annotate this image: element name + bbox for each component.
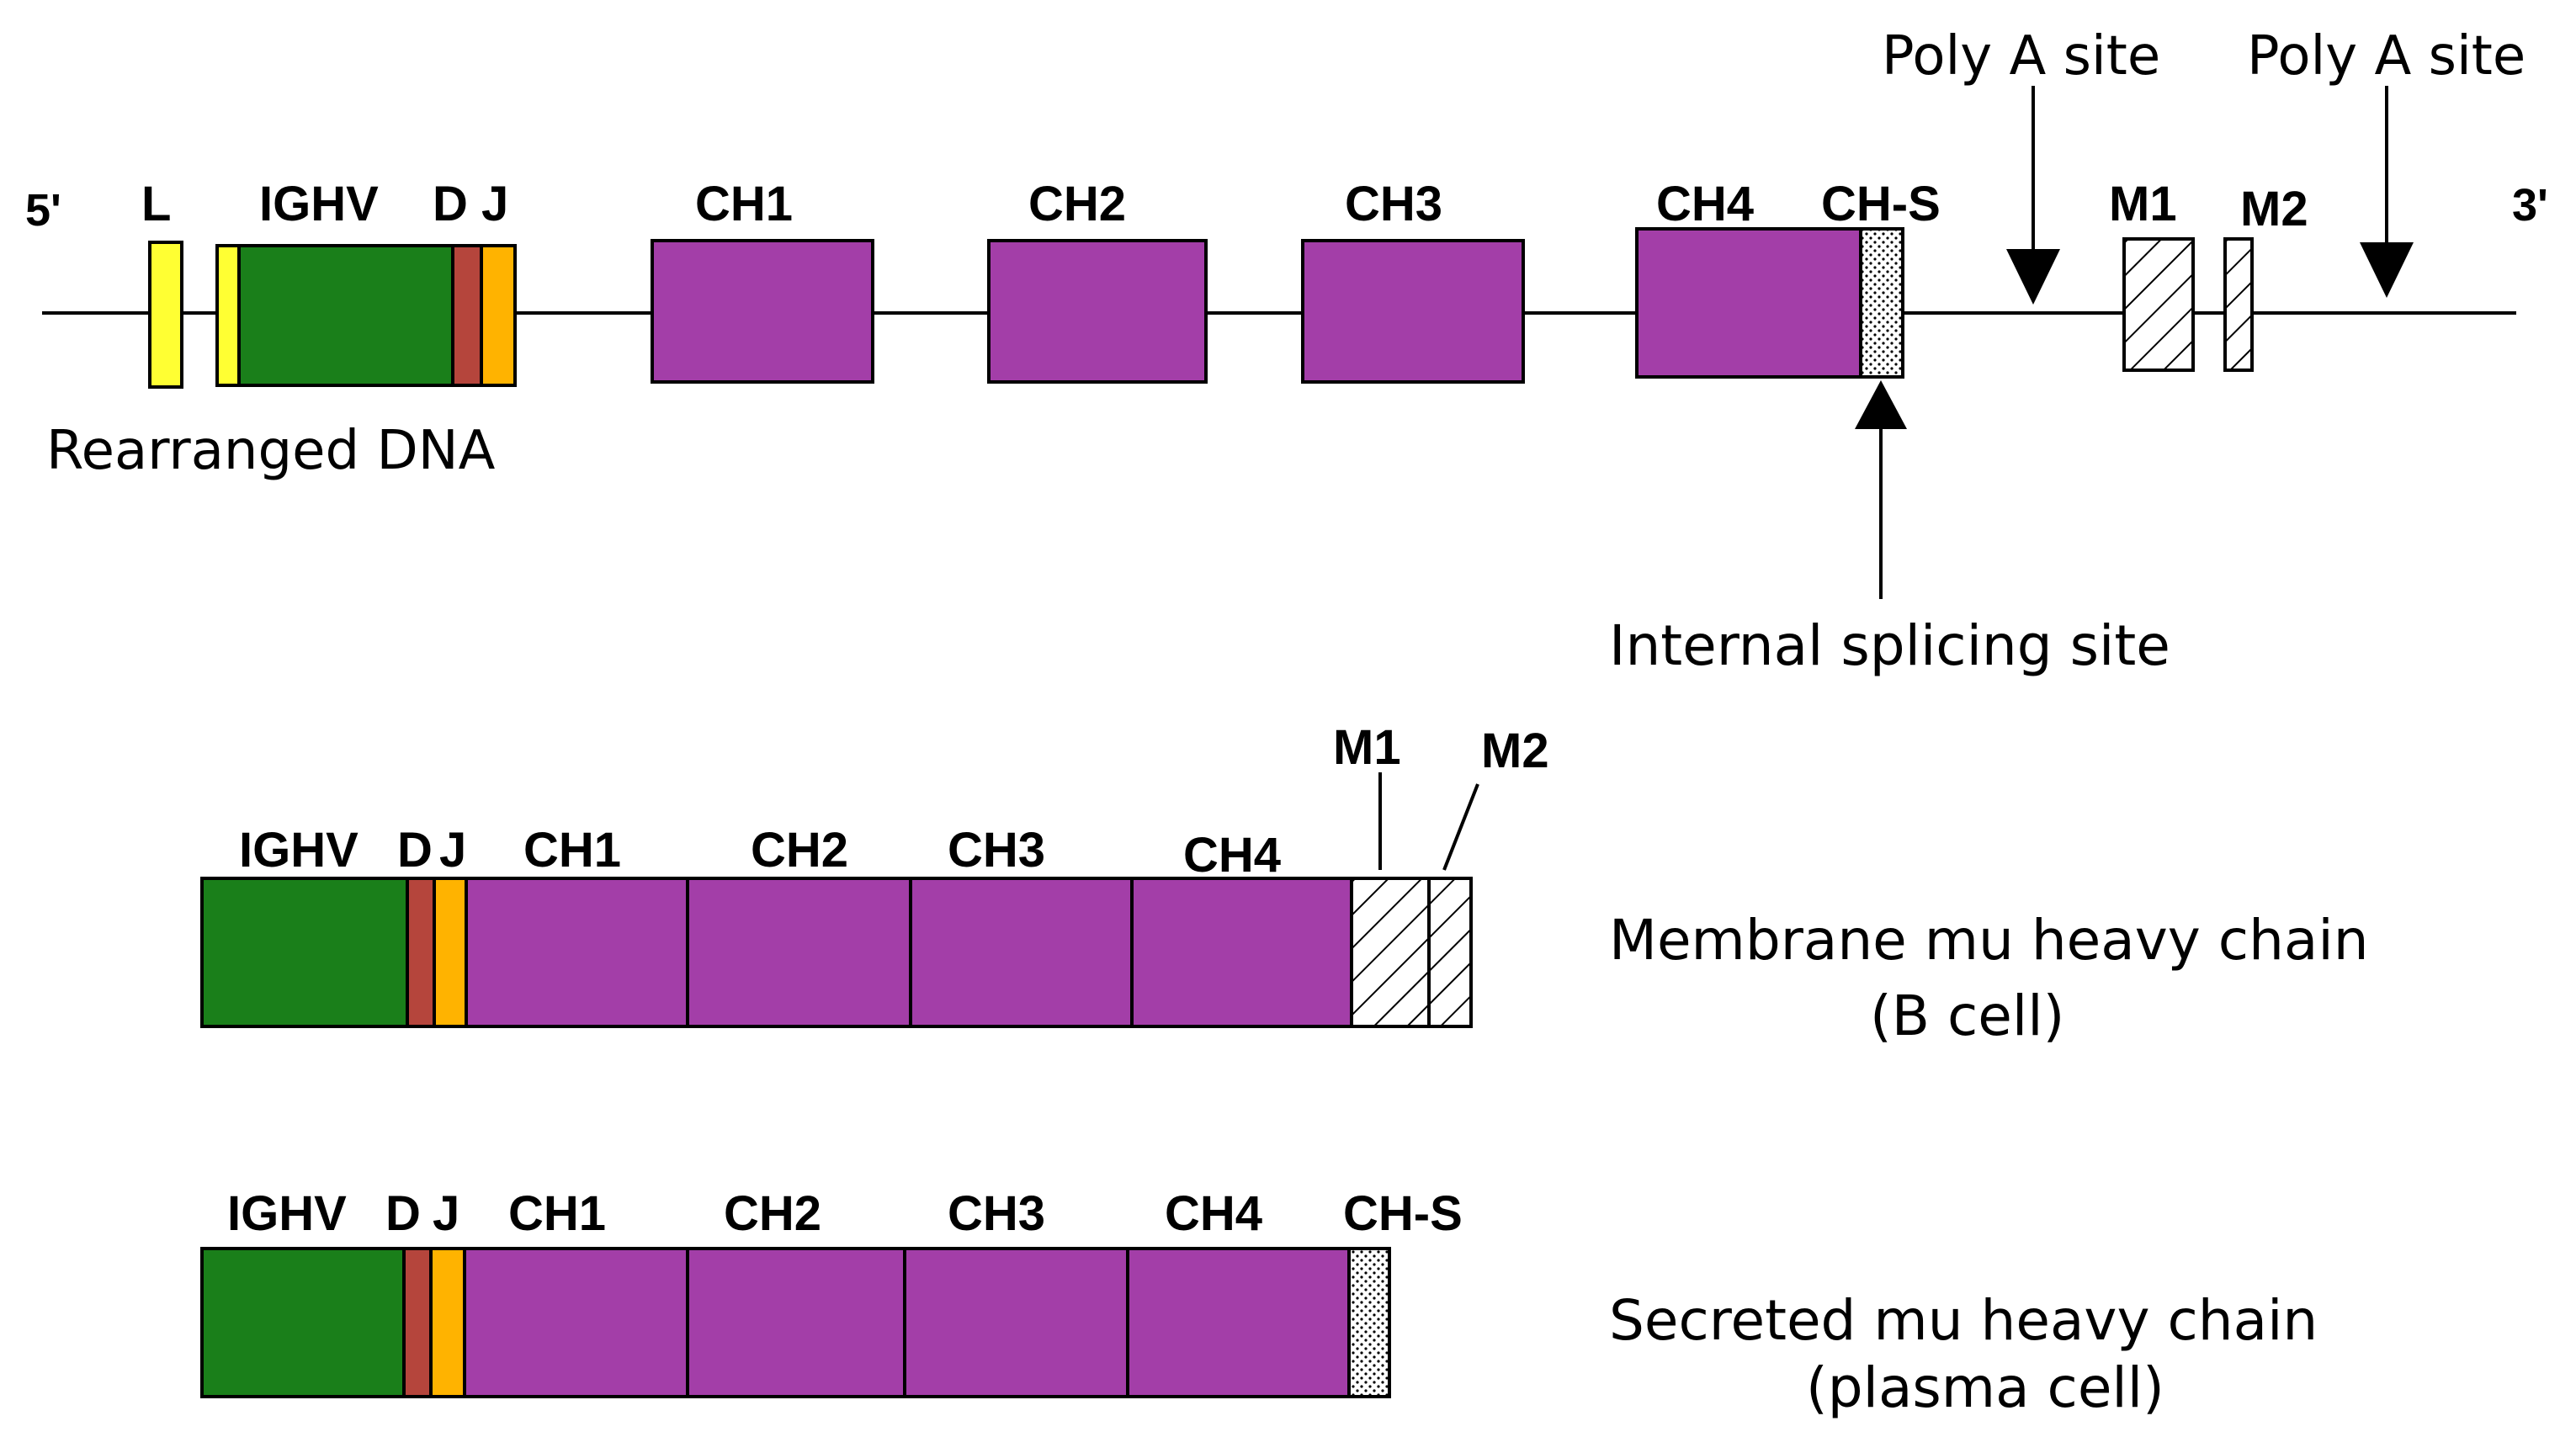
secreted-label-ch3: CH3 (948, 1186, 1045, 1241)
secreted-label-ch2: CH2 (724, 1186, 821, 1241)
membrane-m2 (1427, 877, 1473, 1028)
membrane-ch3 (909, 877, 1134, 1028)
splice-arrow-head (1855, 380, 1907, 429)
membrane-ch4 (1130, 877, 1353, 1028)
exon-ighv (237, 244, 454, 387)
membrane-chain-title: Membrane mu heavy chain (1609, 908, 2369, 973)
membrane-label-ch1: CH1 (523, 823, 621, 878)
secreted-chain-subtitle: (plasma cell) (1806, 1355, 2164, 1420)
label-ch4: CH4 (1656, 177, 1754, 231)
membrane-ch1 (465, 877, 689, 1028)
secreted-label-ch1: CH1 (508, 1186, 606, 1241)
poly-a-site-label-1: Poly A site (1882, 25, 2160, 87)
membrane-label-j: J (439, 823, 466, 878)
secreted-ch3 (903, 1247, 1129, 1398)
rearranged-dna-section: 5' L IGHV D J CH1 CH2 CH3 CH4 CH-S M1 M2… (25, 25, 2548, 678)
membrane-label-ighv: IGHV (239, 823, 359, 878)
exon-m1 (2122, 237, 2195, 372)
secreted-label-chs: CH-S (1343, 1186, 1463, 1241)
membrane-j (433, 877, 468, 1028)
membrane-label-ch4: CH4 (1183, 828, 1281, 883)
membrane-label-ch2: CH2 (751, 823, 848, 878)
label-ch1: CH1 (695, 177, 793, 231)
label-ch3: CH3 (1345, 177, 1442, 231)
poly-a-arrow-2-head (2360, 242, 2414, 298)
membrane-chain-subtitle: (B cell) (1870, 984, 2064, 1048)
label-chs: CH-S (1821, 177, 1941, 231)
secreted-ch2 (686, 1247, 906, 1398)
label-m2: M2 (2240, 182, 2308, 236)
rearranged-dna-caption: Rearranged DNA (46, 420, 496, 482)
membrane-label-d: D (397, 823, 433, 878)
secreted-ighv (200, 1247, 406, 1398)
exon-j (480, 244, 517, 387)
membrane-label-m2: M2 (1481, 724, 1549, 778)
exon-leader (148, 241, 183, 389)
label-m1: M1 (2109, 177, 2177, 231)
label-d: D (433, 177, 468, 231)
exon-ch3 (1301, 239, 1525, 384)
membrane-m2-pointer (1442, 783, 1479, 871)
exon-ch4 (1635, 227, 1862, 379)
label-3-prime: 3' (2512, 180, 2548, 231)
membrane-chain-section: IGHV D J CH1 CH2 CH3 CH4 M1 M2 Membrane … (200, 720, 2369, 1048)
membrane-ch2 (686, 877, 912, 1028)
poly-a-site-label-2: Poly A site (2247, 25, 2526, 87)
secreted-chs (1347, 1247, 1391, 1398)
exon-ch2 (987, 239, 1208, 384)
secreted-label-d: D (385, 1186, 421, 1241)
exon-leader-v-strip (215, 244, 241, 387)
secreted-d (402, 1247, 433, 1398)
secreted-chain-section: IGHV D J CH1 CH2 CH3 CH4 CH-S Secreted m… (200, 1186, 2318, 1420)
exon-m2 (2223, 237, 2254, 372)
label-l: L (141, 177, 171, 231)
membrane-m1 (1350, 877, 1431, 1028)
label-ighv: IGHV (259, 177, 379, 231)
membrane-label-m1: M1 (1333, 720, 1401, 775)
poly-a-arrow-1-head (2006, 249, 2060, 305)
secreted-label-j: J (433, 1186, 459, 1241)
membrane-ighv (200, 877, 409, 1028)
secreted-ch4 (1126, 1247, 1351, 1398)
label-j: J (481, 177, 508, 231)
membrane-label-ch3: CH3 (948, 823, 1045, 878)
exon-d (451, 244, 483, 387)
secreted-ch1 (463, 1247, 689, 1398)
secreted-label-ch4: CH4 (1165, 1186, 1262, 1241)
label-5-prime: 5' (25, 185, 61, 236)
internal-splicing-site-label: Internal splicing site (1609, 613, 2170, 678)
secreted-chain-title: Secreted mu heavy chain (1609, 1288, 2318, 1353)
membrane-d (406, 877, 436, 1028)
label-ch2: CH2 (1028, 177, 1126, 231)
secreted-label-ighv: IGHV (227, 1186, 347, 1241)
secreted-j (429, 1247, 466, 1398)
exon-ch1 (651, 239, 874, 384)
exon-chs (1859, 227, 1904, 379)
